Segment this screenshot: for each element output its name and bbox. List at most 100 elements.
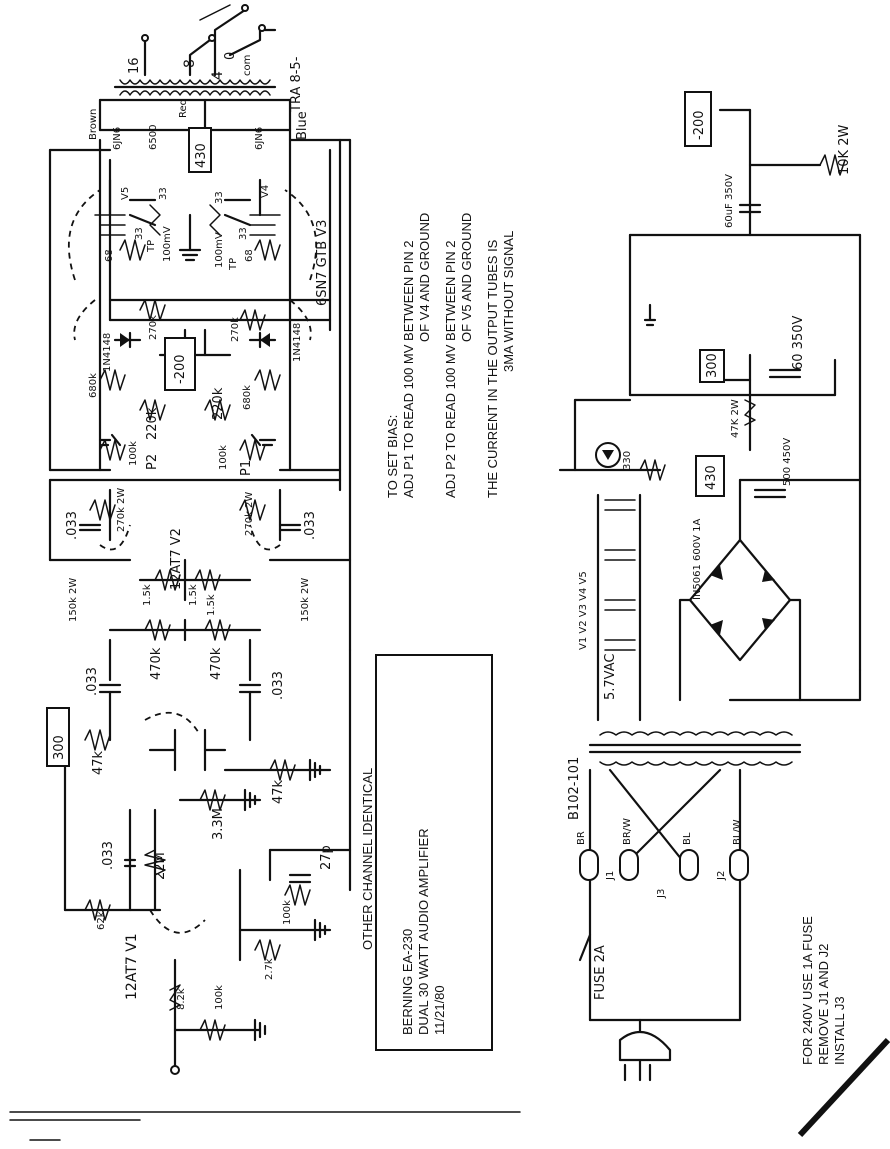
label-v4-type: 6JN6 bbox=[254, 127, 265, 150]
label-c033e: .033 bbox=[101, 841, 116, 870]
label-r270a: 270k bbox=[148, 315, 159, 340]
label-r220a: 220k bbox=[145, 407, 160, 440]
label-r33b: 33 bbox=[134, 227, 145, 240]
label-r330: 330 bbox=[622, 451, 633, 470]
label-c033d: .033 bbox=[271, 671, 286, 700]
voltage-box-430-ps bbox=[695, 455, 725, 497]
label-heater: 5.7VAC bbox=[603, 654, 618, 700]
label-r270w2: 270k 2W bbox=[244, 492, 255, 536]
label-c27p: 27p bbox=[319, 845, 334, 870]
label-r220b: 220k bbox=[211, 387, 226, 420]
label-r100k-in: 100k bbox=[214, 985, 225, 1010]
label-j2: J2 bbox=[716, 871, 727, 881]
voltage-box-430-out bbox=[188, 127, 212, 173]
label-c60b: 60 350V bbox=[791, 316, 806, 370]
label-r68b: 68 bbox=[244, 249, 255, 262]
label-r680b: 680k bbox=[242, 385, 253, 410]
label-tap16: 16 bbox=[127, 57, 142, 74]
label-tubes: V1 V2 V3 V4 V5 bbox=[578, 571, 589, 650]
label-r33d: 33 bbox=[238, 227, 249, 240]
title-line3: 11/21/80 bbox=[432, 985, 447, 1035]
title-line1: BERNING EA-230 bbox=[400, 929, 415, 1035]
bias-line2: OF V4 AND GROUND bbox=[417, 213, 432, 342]
label-c033c: .033 bbox=[85, 667, 100, 696]
fuse-note-line3: INSTALL J3 bbox=[832, 996, 847, 1065]
voltage-box-300-ps bbox=[699, 349, 725, 383]
bias-heading: TO SET BIAS: bbox=[385, 415, 400, 498]
label-c033b: .033 bbox=[303, 511, 318, 540]
fuse-note-line2: REMOVE J1 AND J2 bbox=[816, 944, 831, 1065]
label-r15a: 1.5k bbox=[142, 584, 153, 606]
label-tp2: TP bbox=[228, 258, 239, 271]
label-tap4: 4 bbox=[210, 71, 226, 80]
label-r68a: 68 bbox=[104, 249, 115, 262]
label-c60a: 60uF 350V bbox=[724, 174, 735, 228]
other-channel-note: OTHER CHANNEL IDENTICAL bbox=[360, 768, 375, 950]
label-p100a: 100k bbox=[128, 441, 139, 466]
label-mv1: 100mV bbox=[162, 226, 173, 262]
bias-line3: ADJ P2 TO READ 100 MV BETWEEN PIN 2 bbox=[443, 241, 458, 498]
label-v5-type: 6JN6 bbox=[112, 127, 123, 150]
label-v4: V4 bbox=[260, 185, 271, 198]
label-transformer-ps: B102-101 bbox=[567, 757, 582, 820]
label-blw: BL/W bbox=[732, 819, 743, 845]
label-r47a: 47k bbox=[91, 750, 106, 775]
label-v2: 12AT7 V2 bbox=[169, 528, 184, 590]
label-6500: 6500 bbox=[148, 125, 159, 150]
label-r470a: 470k bbox=[149, 647, 164, 680]
label-diodes: IN5061 600V 1A bbox=[692, 518, 703, 600]
label-r33a: 33 bbox=[158, 187, 169, 200]
bias-line5: THE CURRENT IN THE OUTPUT TUBES IS bbox=[485, 239, 500, 498]
label-brw: BR/W bbox=[622, 818, 633, 845]
label-r470b: 470k bbox=[209, 647, 224, 680]
label-br: BR bbox=[576, 831, 587, 845]
label-red: Red bbox=[178, 99, 189, 118]
label-r100k-fb: 100k bbox=[282, 900, 293, 925]
label-transformer-out: TRA 8-5- bbox=[289, 56, 304, 113]
label-v1: 12AT7 V1 bbox=[124, 933, 140, 1000]
voltage-minus200-ps-label: -200 bbox=[692, 110, 707, 140]
label-tapcom: com bbox=[242, 55, 253, 76]
label-r270w1: 270k 2W bbox=[116, 488, 127, 532]
title-line2: DUAL 30 WATT AUDIO AMPLIFIER bbox=[416, 828, 431, 1035]
label-r27k: 2.7k bbox=[264, 958, 275, 980]
label-j1: J1 bbox=[605, 871, 616, 881]
voltage-box-300-left bbox=[46, 707, 70, 767]
label-c500: 500 450V bbox=[782, 438, 793, 486]
voltage-430-ps-label: 430 bbox=[704, 465, 719, 490]
schematic-wiring bbox=[9, 4, 890, 1141]
label-blue: Blue bbox=[295, 111, 310, 140]
label-r15c: 1.5k bbox=[206, 594, 217, 616]
label-v5: V5 bbox=[120, 187, 131, 200]
bias-line6: 3MA WITHOUT SIGNAL bbox=[501, 231, 516, 372]
label-d1: 1N4148 bbox=[102, 333, 113, 372]
label-p2: P2 bbox=[145, 454, 160, 470]
label-r150a: 150k 2W bbox=[68, 578, 79, 622]
label-p100b: 100k bbox=[218, 445, 229, 470]
label-fuse: FUSE 2A bbox=[593, 945, 608, 1000]
label-mv2: 100mV bbox=[214, 232, 225, 268]
label-r33c: 33 bbox=[214, 191, 225, 204]
label-tap8: 8 bbox=[182, 59, 198, 68]
bias-line4: OF V5 AND GROUND bbox=[459, 213, 474, 342]
label-r33m: 3.3M bbox=[211, 808, 226, 840]
label-tap0: 0 bbox=[223, 52, 238, 60]
label-p1: P1 bbox=[239, 460, 254, 476]
voltage-430-out-label: 430 bbox=[194, 143, 209, 168]
label-r10k: 10K 2W bbox=[837, 125, 852, 175]
voltage-300-left-label: 300 bbox=[52, 735, 67, 760]
fuse-note-line1: FOR 240V USE 1A FUSE bbox=[800, 916, 815, 1065]
label-r62k: 62k bbox=[96, 911, 107, 930]
label-r15b: 1.5k bbox=[188, 584, 199, 606]
label-brown: Brown bbox=[88, 109, 99, 140]
label-r47k2w: 47K 2W bbox=[730, 399, 741, 438]
voltage-box-minus200-ps bbox=[684, 91, 712, 147]
label-r150b: 150k 2W bbox=[300, 578, 311, 622]
label-c033a: .033 bbox=[65, 511, 80, 540]
label-r270b: 270k bbox=[230, 317, 241, 342]
label-r47b: 47k bbox=[271, 779, 286, 804]
label-bl: BL bbox=[682, 832, 693, 845]
label-r22m: 22M bbox=[153, 852, 168, 880]
voltage-300-ps-label: 300 bbox=[705, 353, 720, 378]
